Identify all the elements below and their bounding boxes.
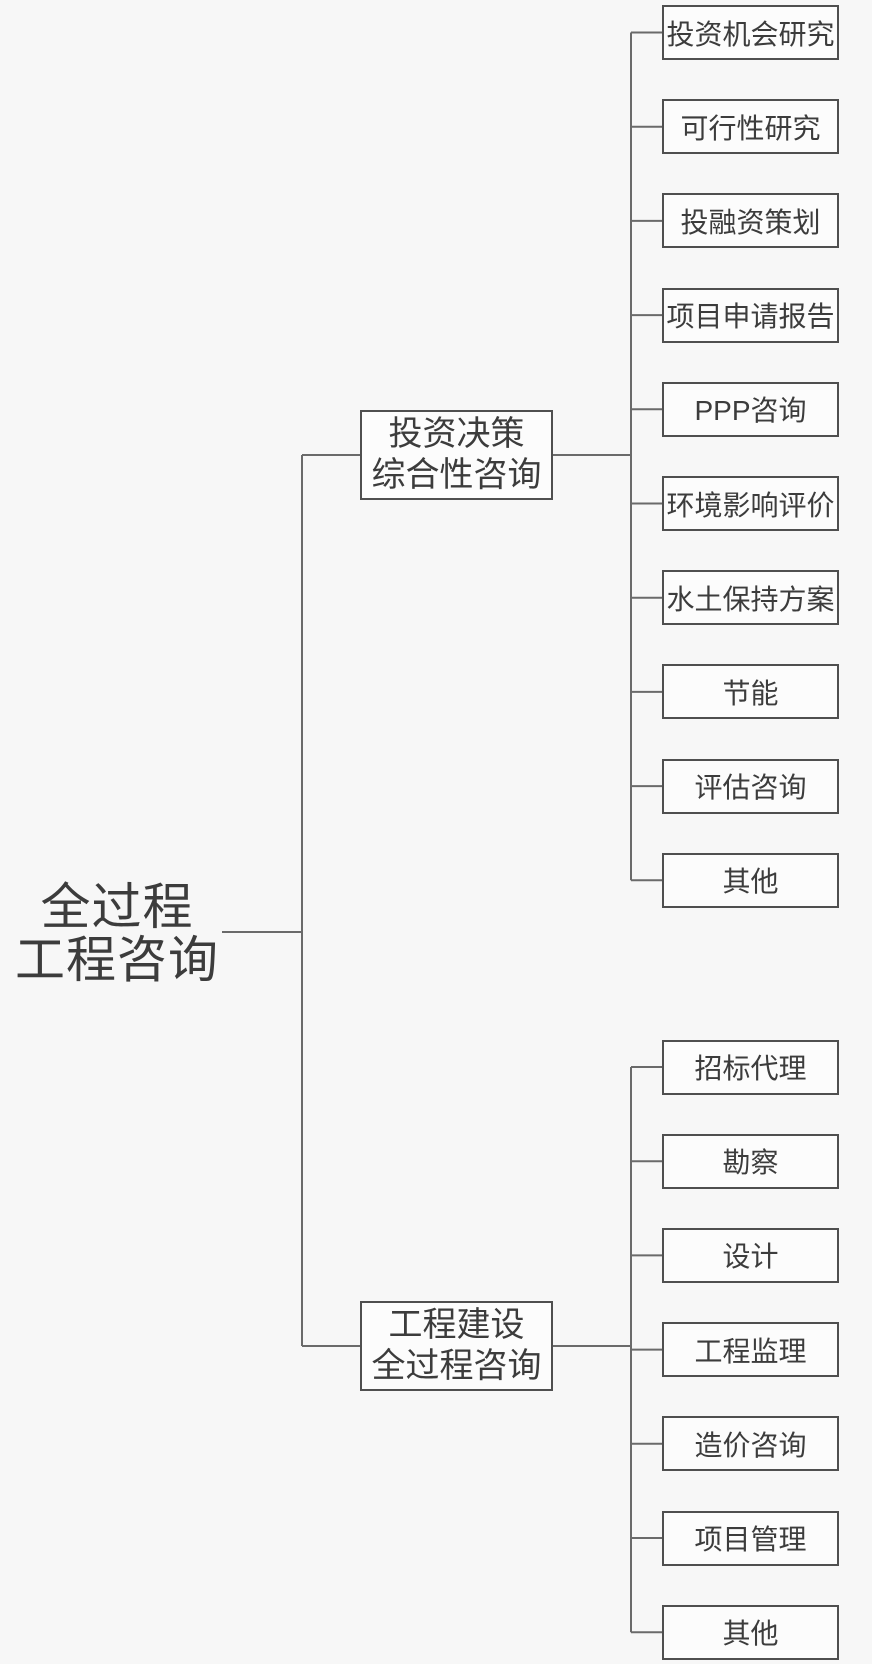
leaf-node: 投资机会研究 xyxy=(662,5,839,60)
leaf-label: 环境影响评价 xyxy=(666,489,835,521)
leaf-label: 招标代理 xyxy=(694,1053,807,1084)
leaf-label: 工程监理 xyxy=(694,1335,807,1367)
leaf-label: 其他 xyxy=(722,1618,779,1650)
leaf-label: 项目管理 xyxy=(694,1524,807,1555)
leaf-node: 工程监理 xyxy=(662,1322,839,1378)
leaf-label: 节能 xyxy=(722,677,779,709)
leaf-node: 水土保持方案 xyxy=(662,570,839,626)
leaf-node: 招标代理 xyxy=(662,1039,839,1095)
leaf-node: PPP咨询 xyxy=(662,381,839,437)
root-label-line2: 工程咨询 xyxy=(15,932,219,988)
leaf-label: 评估咨询 xyxy=(694,772,807,804)
leaf-node: 节能 xyxy=(662,664,839,720)
branch-node-investment-decision: 投资决策 综合性咨询 xyxy=(360,410,553,500)
leaf-label: 造价咨询 xyxy=(694,1429,807,1461)
leaf-label: 投融资策划 xyxy=(680,206,821,238)
leaf-node: 项目管理 xyxy=(662,1510,839,1566)
leaf-node: 评估咨询 xyxy=(662,758,839,814)
leaf-label: 项目申请报告 xyxy=(666,301,835,333)
leaf-label: 可行性研究 xyxy=(680,112,821,144)
leaf-node: 可行性研究 xyxy=(662,99,839,155)
leaf-label: PPP咨询 xyxy=(694,395,807,427)
branch-node-engineering-construction: 工程建设 全过程咨询 xyxy=(360,1301,553,1391)
leaf-label: 勘察 xyxy=(722,1147,779,1179)
leaf-node: 投融资策划 xyxy=(662,193,839,249)
branch-label-line1: 工程建设 xyxy=(388,1306,525,1344)
branch-label-line1: 投资决策 xyxy=(388,415,525,453)
leaf-label: 设计 xyxy=(722,1241,779,1273)
leaf-label: 投资机会研究 xyxy=(666,18,835,50)
leaf-node: 环境影响评价 xyxy=(662,476,839,531)
leaf-label: 其他 xyxy=(722,866,779,898)
root-node: 全过程 工程咨询 xyxy=(10,881,224,987)
leaf-node: 其他 xyxy=(662,1604,839,1660)
branch-label-line2: 综合性咨询 xyxy=(371,456,542,494)
leaf-node: 造价咨询 xyxy=(662,1416,839,1472)
leaf-node: 其他 xyxy=(662,852,839,908)
leaf-label: 水土保持方案 xyxy=(666,583,835,615)
leaf-node: 项目申请报告 xyxy=(662,287,839,343)
leaf-node: 勘察 xyxy=(662,1133,839,1189)
branch-label-line2: 全过程咨询 xyxy=(371,1347,542,1385)
leaf-node: 设计 xyxy=(662,1227,839,1283)
root-label-line1: 全过程 xyxy=(40,879,194,935)
